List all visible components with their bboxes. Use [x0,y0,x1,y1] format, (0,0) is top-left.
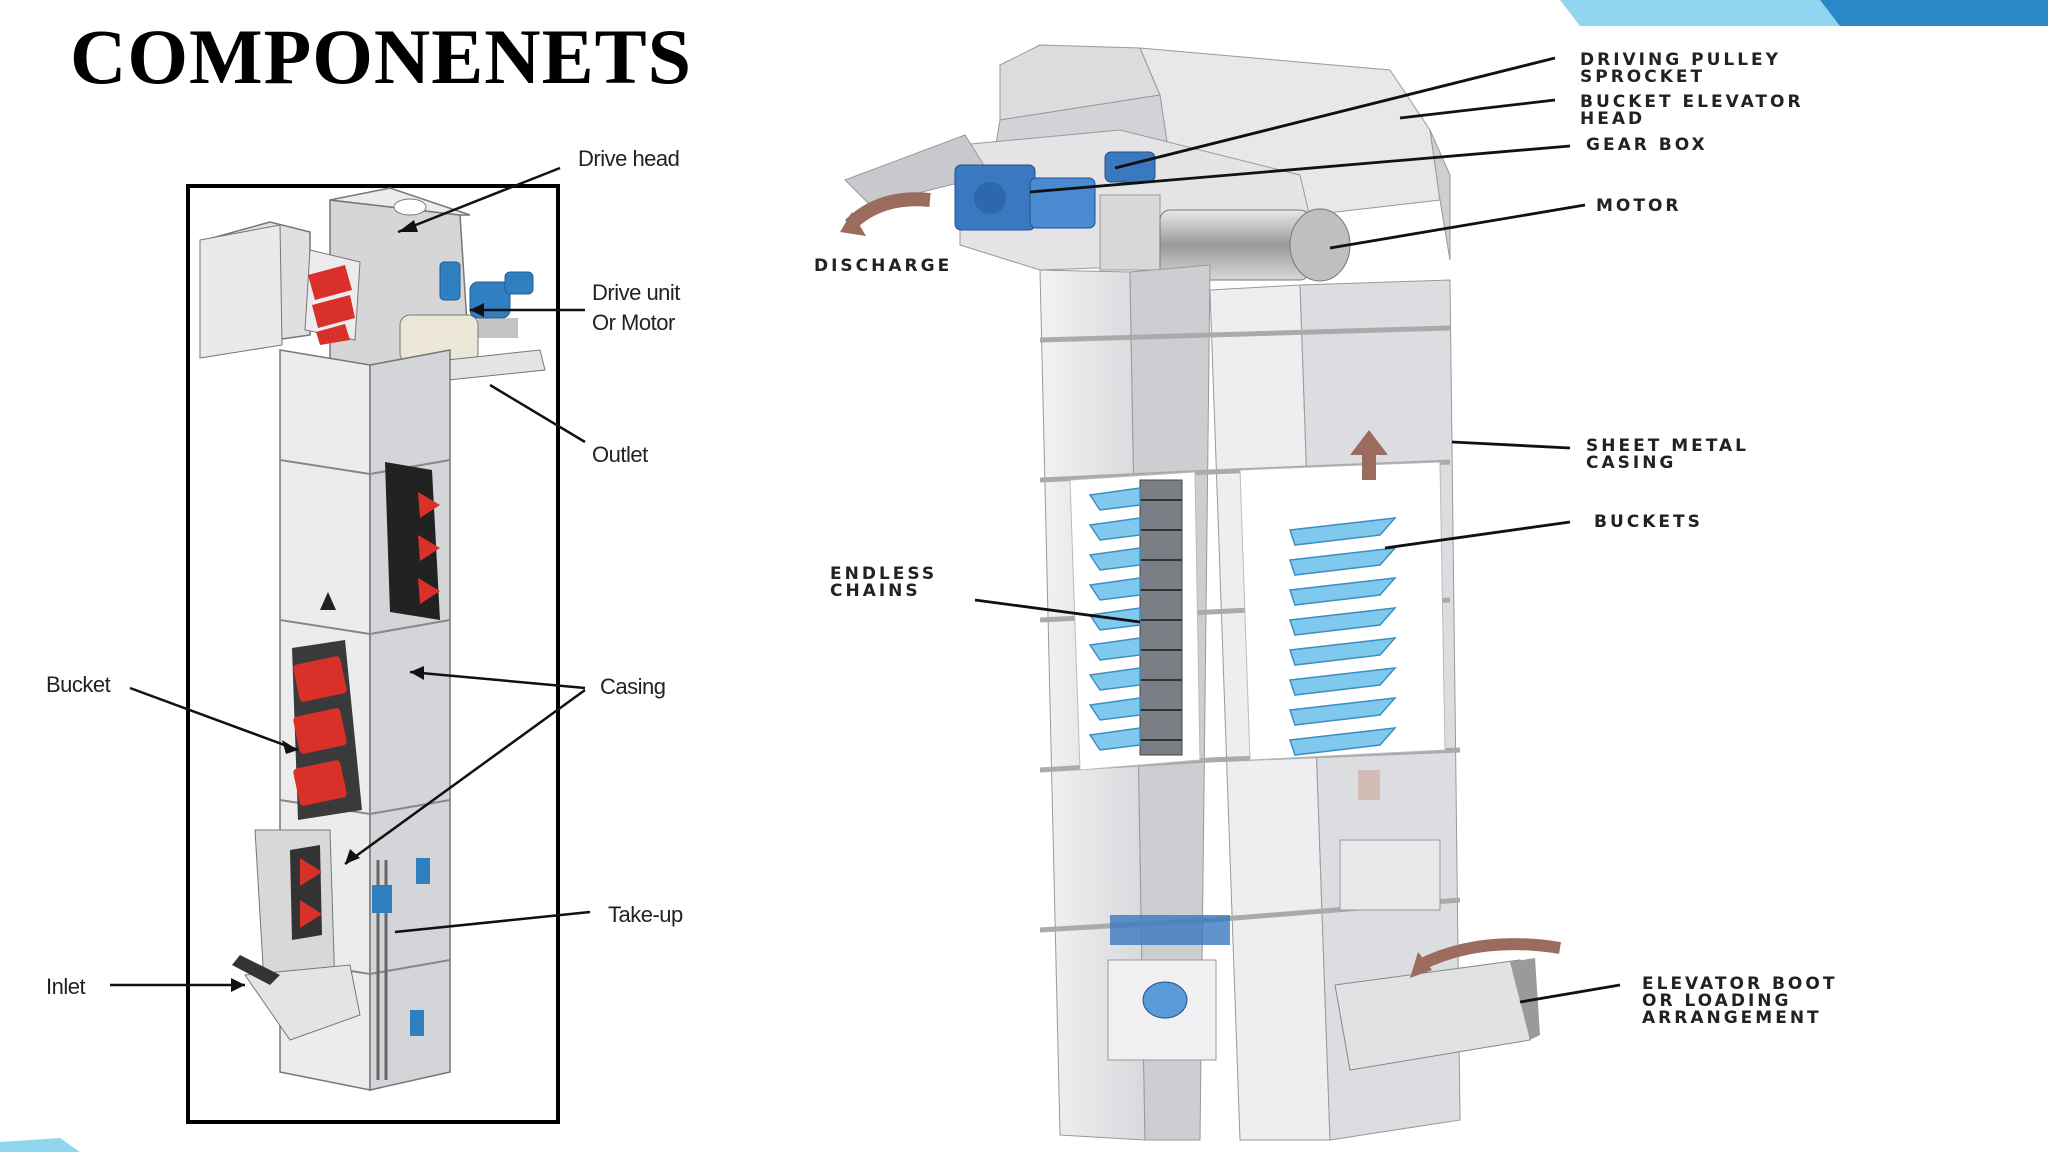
label-elevator-head-line1: BUCKET ELEVATOR [1580,92,1804,112]
left-diagram-frame [186,184,560,1124]
right-elevator-diagram [840,44,1561,1141]
label-drive-head: Drive head [578,146,680,171]
lower-cutout [254,829,336,1001]
label-inlet: Inlet [46,974,86,999]
label-motor: MOTOR [1596,196,1682,216]
corner-decoration-top-right [1560,0,2048,26]
right-leader-lines [974,56,1621,1004]
corner-decoration-bottom-left [0,1138,80,1152]
motor [1099,194,1351,282]
label-elevator-head: BUCKET ELEVATOR HEAD [1580,94,1804,128]
inlet-hopper [244,964,361,1041]
label-buckets: BUCKETS [1594,512,1703,532]
left-elevator-diagram [186,184,560,1124]
endless-chain [1139,479,1183,756]
label-sheet-metal-line2: CASING [1586,453,1677,473]
up-arrow-upper [1350,430,1388,480]
label-endless-chains: ENDLESS CHAINS [830,566,937,600]
label-gear-box: GEAR BOX [1586,135,1708,155]
middle-cutout [292,640,362,820]
label-endless-chains-line1: ENDLESS [830,564,938,584]
up-arrow-lower [1358,770,1380,800]
left-column-buckets [1088,487,1141,751]
label-or-motor: Or Motor [592,310,675,335]
right-column-buckets [1288,517,1397,756]
label-bucket: Bucket [46,672,111,697]
elevator-boot [1107,839,1561,1071]
left-leader-lines [110,166,591,987]
label-casing: Casing [600,674,666,699]
label-outlet: Outlet [592,442,648,467]
left-leader-arrowheads [231,220,484,992]
head-pulley [304,249,361,345]
label-elevator-boot-line1: ELEVATOR BOOT [1642,974,1838,994]
label-take-up: Take-up [608,902,683,927]
label-endless-chains-line2: CHAINS [830,581,921,601]
slide-title: COMPONENETS [70,13,693,100]
label-driving-pulley: DRIVING PULLEY SPROCKET [1580,52,1781,86]
label-elevator-boot: ELEVATOR BOOT OR LOADING ARRANGEMENT [1642,976,1837,1027]
label-sheet-metal-casing: SHEET METAL CASING [1586,438,1749,472]
upper-cutout [385,462,440,620]
label-sheet-metal-line1: SHEET METAL [1586,436,1750,456]
label-discharge: DISCHARGE [814,256,953,276]
label-driving-pulley-line1: DRIVING PULLEY [1580,50,1781,70]
label-elevator-head-line2: HEAD [1580,109,1646,129]
label-elevator-boot-line2: OR LOADING [1642,991,1792,1011]
label-drive-unit: Drive unit [592,280,680,305]
label-driving-pulley-line2: SPROCKET [1580,67,1706,87]
label-elevator-boot-line3: ARRANGEMENT [1642,1008,1822,1028]
take-up-rods [372,858,430,1080]
